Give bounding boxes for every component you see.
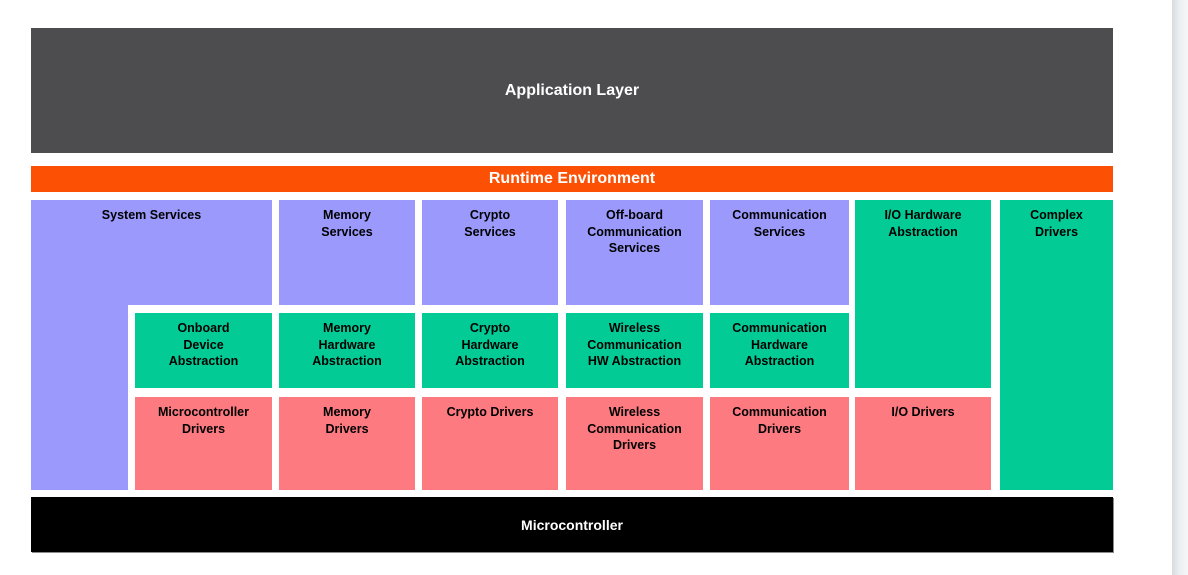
block-wireless-communication-drivers: Wireless Communication Drivers	[566, 397, 703, 490]
block-communication-drivers: Communication Drivers	[710, 397, 849, 490]
block-crypto-drivers: Crypto Drivers	[422, 397, 558, 490]
block-offboard-communication-services: Off-board Communication Services	[566, 200, 703, 305]
microcontroller-block: Microcontroller	[31, 497, 1113, 552]
block-wireless-communication-hw-abstraction: Wireless Communication HW Abstraction	[566, 313, 703, 388]
block-communication-services: Communication Services	[710, 200, 849, 305]
block-io-hardware-abstraction: I/O Hardware Abstraction	[855, 200, 991, 388]
block-io-drivers: I/O Drivers	[855, 397, 991, 490]
application-layer-label: Application Layer	[504, 81, 640, 99]
block-memory-drivers: Memory Drivers	[279, 397, 415, 490]
block-microcontroller-drivers: Microcontroller Drivers	[135, 397, 272, 490]
microcontroller-label: Microcontroller	[521, 516, 623, 533]
runtime-environment-block: Runtime Environment	[31, 166, 1113, 192]
block-system-services: System Services	[31, 200, 272, 305]
block-onboard-device-abstraction: Onboard Device Abstraction	[135, 313, 272, 388]
block-complex-drivers: Complex Drivers	[1000, 200, 1113, 490]
block-crypto-services: Crypto Services	[422, 200, 558, 305]
application-layer-block: Application Layer	[31, 28, 1113, 153]
page-edge-shadow	[1172, 0, 1188, 575]
block-memory-services: Memory Services	[279, 200, 415, 305]
block-memory-hardware-abstraction: Memory Hardware Abstraction	[279, 313, 415, 388]
runtime-environment-label: Runtime Environment	[488, 170, 656, 187]
block-crypto-hardware-abstraction: Crypto Hardware Abstraction	[422, 313, 558, 388]
block-communication-hardware-abstraction: Communication Hardware Abstraction	[710, 313, 849, 388]
